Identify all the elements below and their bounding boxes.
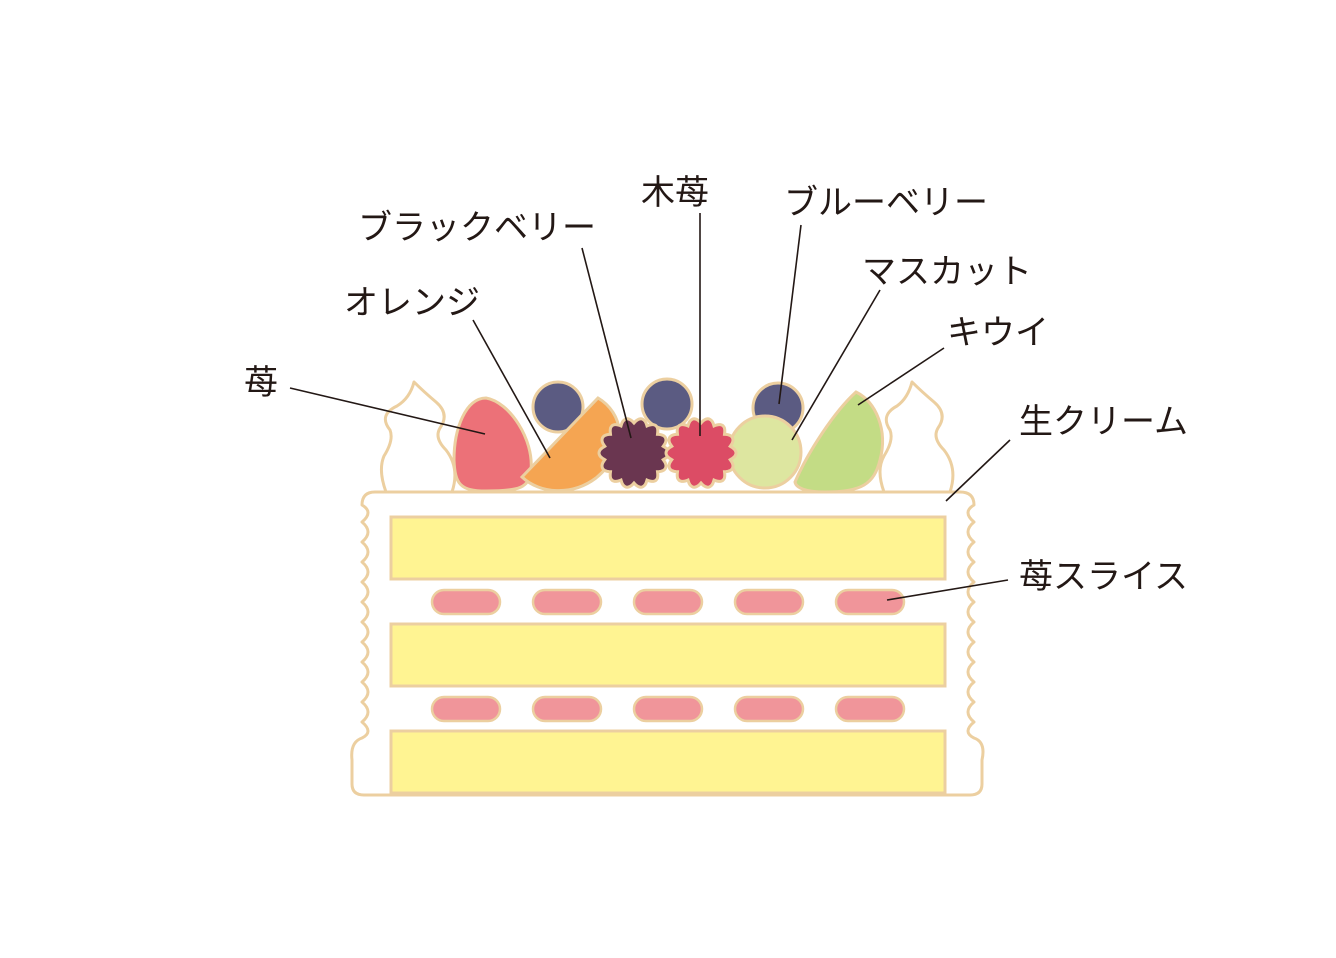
leader-strawberry-slice <box>886 579 1009 601</box>
strawberry-slice <box>834 588 906 616</box>
label-blueberry: ブルーベリー <box>784 183 988 223</box>
raspberry <box>664 417 738 489</box>
strawberry-slices-row-2 <box>430 695 906 723</box>
strawberry-slice <box>733 695 805 723</box>
label-kiwi: キウイ <box>947 313 1049 353</box>
label-muscat: マスカット <box>862 252 1032 292</box>
label-blackberry: ブラックベリー <box>358 208 596 248</box>
cream-dollop-right <box>878 380 955 494</box>
blueberry <box>531 380 585 434</box>
label-raspberry: 木苺 <box>641 173 709 213</box>
sponge-layer-bottom <box>389 729 947 795</box>
strawberry-slice <box>733 588 805 616</box>
leader-kiwi <box>857 347 945 406</box>
strawberry-slice <box>430 588 502 616</box>
strawberry-slice <box>430 695 502 723</box>
labels: 苺 オレンジ ブラックベリー 木苺 ブルーベリー マスカット キウイ 生クリーム… <box>244 173 1188 597</box>
label-strawberry-slice: 苺スライス <box>1019 557 1188 597</box>
strawberry-slice <box>632 588 704 616</box>
leader-strawberry <box>289 387 486 435</box>
cake-body <box>350 488 985 797</box>
strawberry <box>452 396 533 493</box>
blackberry <box>597 417 671 489</box>
leader-muscat <box>791 289 881 441</box>
muscat <box>727 414 803 490</box>
leader-blueberry <box>778 224 802 405</box>
sponge-layer-top <box>389 515 947 581</box>
kiwi-wedge <box>793 390 884 494</box>
strawberry-slice <box>834 695 906 723</box>
cream-dollop-left <box>379 380 457 494</box>
label-cream: 生クリーム <box>1019 402 1188 442</box>
orange-wedge <box>519 396 622 493</box>
label-strawberry: 苺 <box>244 363 278 403</box>
leader-cream <box>945 439 1011 502</box>
leader-blackberry <box>581 247 632 439</box>
blueberry <box>640 377 694 431</box>
strawberry-slice <box>531 588 603 616</box>
leader-lines <box>289 213 1011 601</box>
strawberry-slice <box>531 695 603 723</box>
strawberry-slices-row-1 <box>430 588 906 616</box>
leader-orange <box>472 319 551 459</box>
strawberry-slice <box>632 695 704 723</box>
sponge-layer-middle <box>389 622 947 688</box>
label-orange: オレンジ <box>344 283 480 323</box>
